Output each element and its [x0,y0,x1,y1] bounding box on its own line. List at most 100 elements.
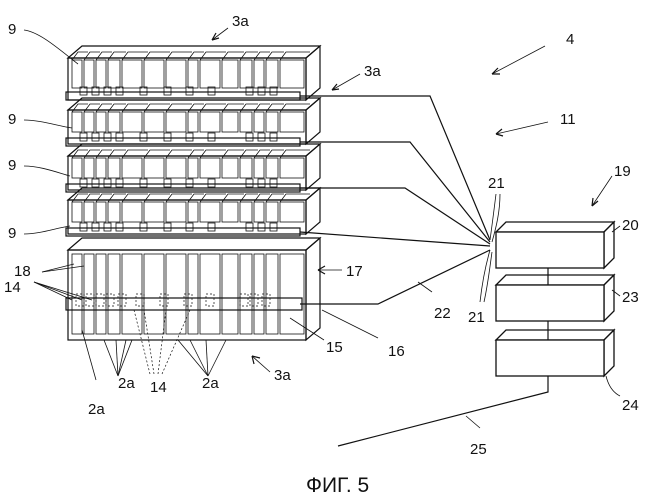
battery-cell [222,202,238,222]
cell-connector [208,223,215,231]
label-9-d: 9 [8,225,16,242]
battery-cell [144,60,164,88]
cell-connector [116,179,123,187]
battery-cell [72,112,82,132]
cell-connector [246,179,253,187]
module-side-face [306,144,320,190]
battery-cell [200,158,220,178]
cell-connector [208,133,215,141]
cell-top-edge [200,104,226,112]
battery-cell [72,60,82,88]
battery-cell [280,254,304,334]
battery-cell [240,112,252,132]
controller-box-23 [496,275,614,321]
cell-connector [104,223,111,231]
battery-cell [166,254,186,334]
battery-cell [254,112,264,132]
module-side-face [306,188,320,234]
figure-caption: ФИГ. 5 [306,474,369,497]
module-side-face [306,238,320,340]
battery-cell [266,112,278,132]
battery-cell [166,60,186,88]
cell-connector [104,179,111,187]
battery-cell [200,60,220,88]
battery-cell [200,202,220,222]
terminal-bolt [136,294,144,306]
battery-cell [84,60,94,88]
cell-connector [208,179,215,187]
cell-connector [164,179,171,187]
battery-cell [108,158,120,178]
battery-cell [266,60,278,88]
cell-connector [186,179,193,187]
terminal-bolt [206,294,214,306]
cell-top-edge [122,194,148,202]
terminal-bolt [106,294,114,306]
label-2a-right: 2a [202,375,219,392]
battery-cell [84,254,94,334]
cell-top-edge [166,104,192,112]
battery-cell [96,60,106,88]
cell-top-edge [144,104,170,112]
battery-cell [222,158,238,178]
battery-cell [84,158,94,178]
battery-cell [254,202,264,222]
battery-cell [240,202,252,222]
battery-module-stack [66,46,320,340]
battery-cell [166,202,186,222]
label-18: 18 [14,263,31,280]
cell-top-edge [84,194,100,202]
battery-cell [122,202,142,222]
battery-cell [280,60,304,88]
battery-cell [122,254,142,334]
cell-top-edge [84,104,100,112]
battery-cell [122,60,142,88]
cell-top-edge [144,150,170,158]
label-9-a: 9 [8,21,16,38]
battery-cell [240,60,252,88]
cell-top-edge [254,52,270,60]
label-4: 4 [566,31,574,48]
cell-connector [258,179,265,187]
cell-top-edge [166,52,192,60]
controller-box-24 [496,330,614,376]
terminal-bolt [240,294,248,306]
cell-top-edge [96,52,112,60]
cell-top-edge [188,104,204,112]
cell-connector [186,223,193,231]
battery-cell [240,158,252,178]
cell-connector [164,133,171,141]
battery-cell [280,158,304,178]
label-11: 11 [560,111,576,128]
cell-top-edge [200,150,226,158]
battery-cell [144,158,164,178]
battery-cell [108,202,120,222]
cell-connector [140,133,147,141]
battery-cell [266,158,278,178]
label-23: 23 [622,289,639,306]
cell-top-edge [122,52,148,60]
battery-cell [72,202,82,222]
terminal-bolt [86,294,94,306]
cell-top-edge [144,194,170,202]
cell-top-edge [96,150,112,158]
label-17: 17 [346,263,363,280]
cell-top-edge [188,150,204,158]
label-16: 16 [388,343,405,360]
battery-cell [188,202,198,222]
cell-connector [80,179,87,187]
battery-cell [108,112,120,132]
label-14-bottom: 14 [150,379,167,396]
label-9-b: 9 [8,111,16,128]
controller-box-20 [496,222,614,268]
cell-top-edge [84,150,100,158]
label-2a-mid: 2a [118,375,135,392]
cell-top-edge [96,104,112,112]
battery-cell [96,158,106,178]
cell-connector [270,133,277,141]
cell-top-edge [166,194,192,202]
battery-cell [254,158,264,178]
label-21-top: 21 [488,175,505,192]
battery-cell [84,112,94,132]
battery-cell [166,158,186,178]
